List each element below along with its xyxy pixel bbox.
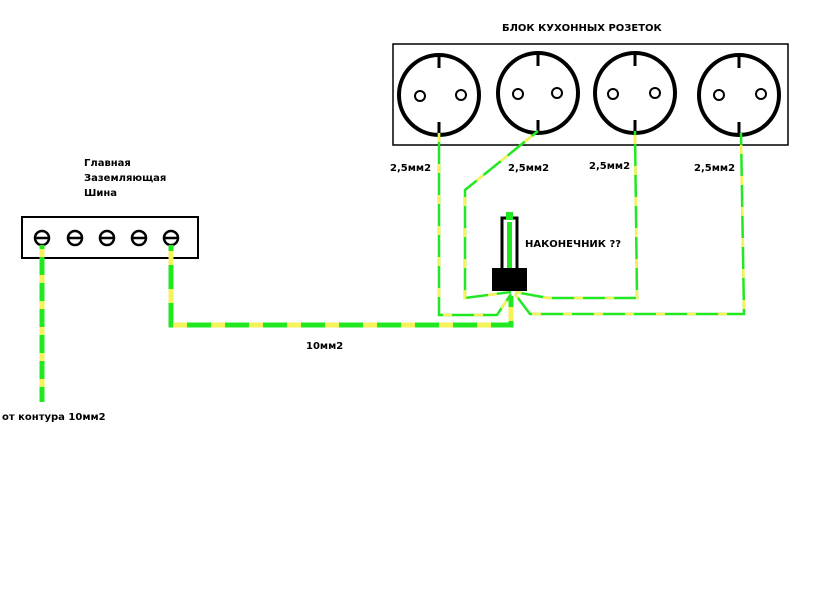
socket-2-body [496, 51, 580, 135]
bus-terminal-5 [162, 229, 180, 247]
terminal-lug [492, 212, 527, 291]
thin-wires [437, 130, 746, 317]
socket-4 [697, 53, 781, 137]
socket-4-wire-label: 2,5мм2 [694, 163, 736, 174]
bus-to-lug-wire-label: 10мм2 [306, 341, 344, 352]
ground-loop-label: от контура 10мм2 [2, 412, 106, 423]
kitchen-socket-block [392, 43, 789, 146]
lug-crimp-body [492, 268, 527, 291]
socket-3-wire-label: 2,5мм2 [589, 161, 631, 172]
bus-terminal-1 [33, 229, 51, 247]
socket-1 [397, 53, 481, 137]
socket-4-body [697, 53, 781, 137]
socket-2 [496, 51, 580, 135]
bus-to-lug-wire [168, 245, 514, 328]
main-bus-label-line1: Главная [84, 158, 131, 169]
bus-terminal-4 [130, 229, 148, 247]
socket-3-wire [514, 130, 639, 300]
thick-wires [39, 245, 514, 402]
terminal-lug-label: НАКОНЕЧНИК ?? [525, 239, 622, 250]
main-bus-label-line3: Шина [84, 188, 118, 199]
socket-2-wire-label: 2,5мм2 [508, 163, 550, 174]
socket-block-title: БЛОК КУХОННЫХ РОЗЕТОК [502, 23, 662, 34]
bus-terminal-3 [98, 229, 116, 247]
socket-1-wire-label: 2,5мм2 [390, 163, 432, 174]
socket-3 [593, 51, 677, 135]
bus-terminal-2 [66, 229, 84, 247]
main-bus-label-line2: Заземляющая [84, 173, 167, 184]
socket-4-wire [514, 132, 746, 316]
